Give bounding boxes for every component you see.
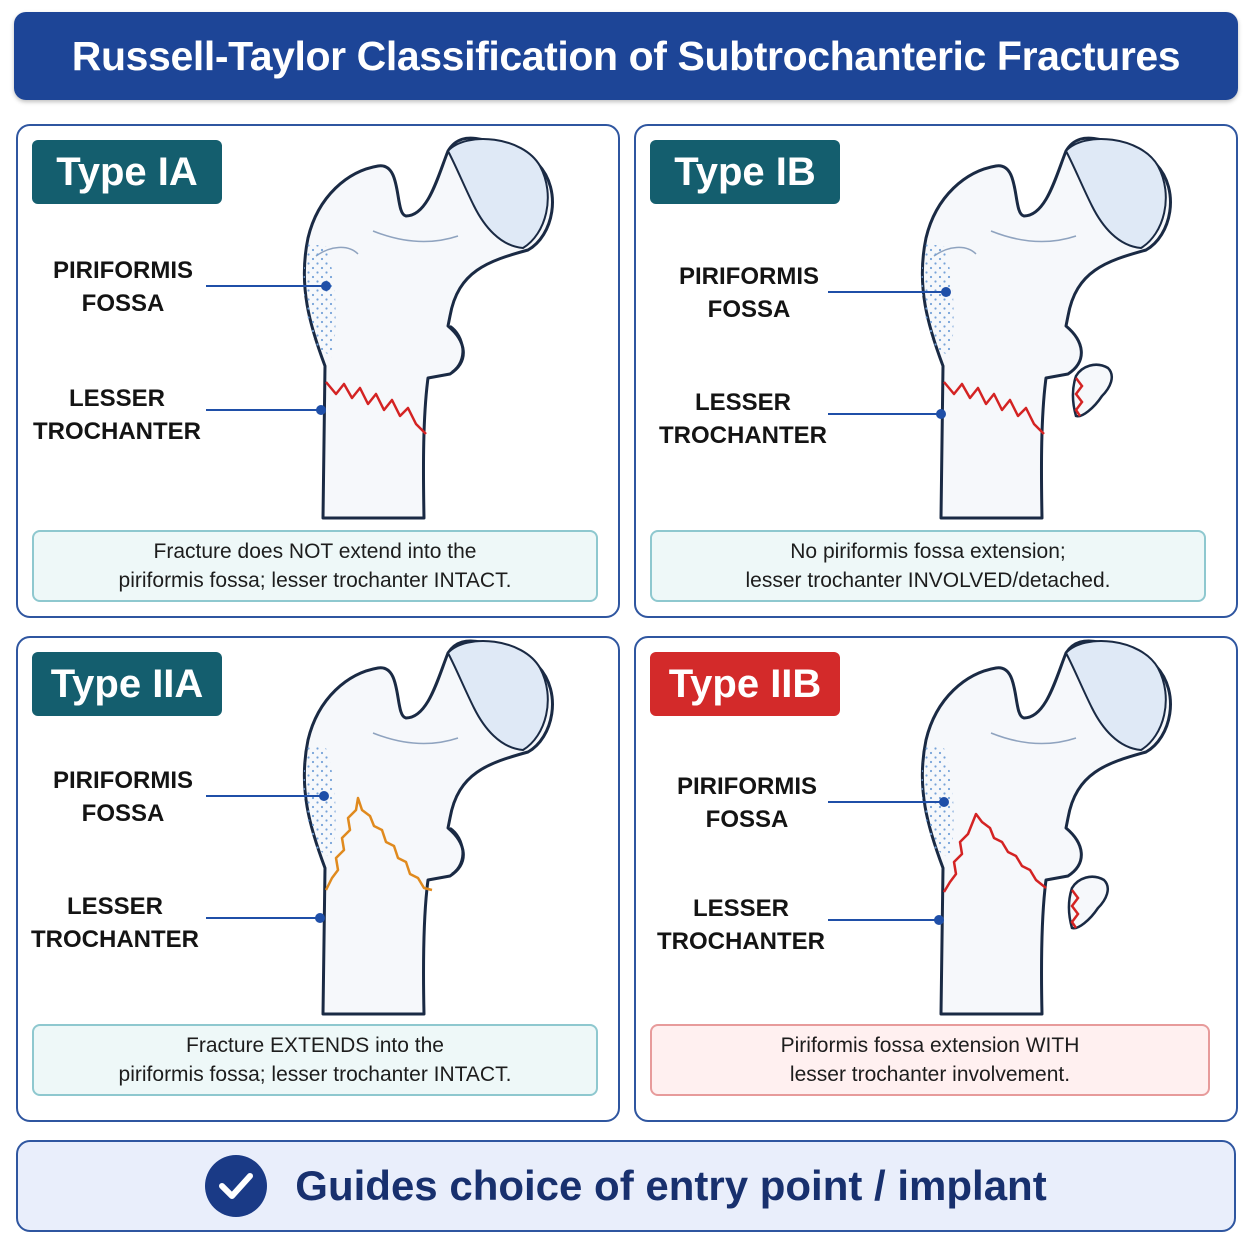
femur-bone — [302, 639, 554, 1016]
caption-box: Piriformis fossa extension WITH lesser t… — [650, 1024, 1210, 1096]
type-label: Type IB — [650, 140, 840, 204]
piriformis-fossa-label: PIRIFORMIS FOSSA — [676, 773, 817, 833]
panel-type-ib: Type IB PIRIFORMIS FOSSA LESSER TROCHANT… — [634, 124, 1238, 618]
lesser-trochanter-leader — [828, 915, 944, 925]
piriformis-fossa-label: PIRIFORMIS FOSSA — [678, 263, 819, 323]
detached-lesser-trochanter — [1071, 363, 1113, 418]
femur-bone — [920, 639, 1172, 1016]
fracture-line — [942, 812, 1047, 893]
lesser-trochanter-label: LESSER TROCHANTER — [659, 389, 827, 449]
title-banner: Russell-Taylor Classification of Subtroc… — [14, 12, 1238, 100]
caption-box: Fracture EXTENDS into the piriformis fos… — [32, 1024, 598, 1096]
type-label: Type IIB — [650, 652, 840, 716]
femur-diagram-iia — [206, 639, 554, 1016]
check-circle-icon — [205, 1155, 268, 1217]
lesser-trochanter-label: LESSER TROCHANTER — [31, 893, 199, 953]
piriformis-fossa-label: PIRIFORMIS FOSSA — [52, 767, 193, 827]
page-title: Russell-Taylor Classification of Subtroc… — [71, 32, 1181, 79]
piriformis-fossa-leader — [828, 797, 949, 807]
lesser-trochanter-leader — [828, 409, 946, 419]
type-label: Type IIA — [32, 652, 222, 716]
lesser-trochanter-label: LESSER TROCHANTER — [33, 385, 201, 445]
type-label: Type IA — [32, 140, 222, 204]
femur-diagram-ib — [828, 136, 1172, 520]
panel-type-iib: Type IIB PIRIFORMIS FOSSA LESSER TROCHAN… — [634, 636, 1238, 1122]
fracture-line — [943, 381, 1045, 435]
piriformis-fossa-leader — [206, 791, 329, 801]
piriformis-fossa-leader — [828, 287, 951, 297]
femur-bone — [302, 136, 554, 520]
footer-banner: Guides choice of entry point / implant — [16, 1140, 1236, 1232]
fracture-line — [324, 796, 433, 892]
detached-lesser-trochanter — [1067, 875, 1109, 930]
caption-box: No piriformis fossa extension; lesser tr… — [650, 530, 1206, 602]
lesser-trochanter-leader — [206, 913, 325, 923]
piriformis-fossa-label: PIRIFORMIS FOSSA — [52, 257, 193, 317]
footer-text: Guides choice of entry point / implant — [295, 1162, 1047, 1209]
femur-bone — [920, 136, 1172, 520]
femur-diagram-iib — [828, 639, 1172, 1016]
panel-type-iia: Type IIA PIRIFORMIS FOSSA LESSER TROCHAN… — [16, 636, 620, 1122]
caption-box: Fracture does NOT extend into the pirifo… — [32, 530, 598, 602]
piriformis-fossa-leader — [206, 281, 331, 291]
lesser-trochanter-leader — [206, 405, 326, 415]
panel-type-ia: Type IA PIRIFORMIS FOSSA LESSER TROCHANT… — [16, 124, 620, 618]
fracture-line — [325, 381, 427, 435]
lesser-trochanter-label: LESSER TROCHANTER — [657, 895, 825, 955]
femur-diagram-ia — [206, 136, 554, 520]
